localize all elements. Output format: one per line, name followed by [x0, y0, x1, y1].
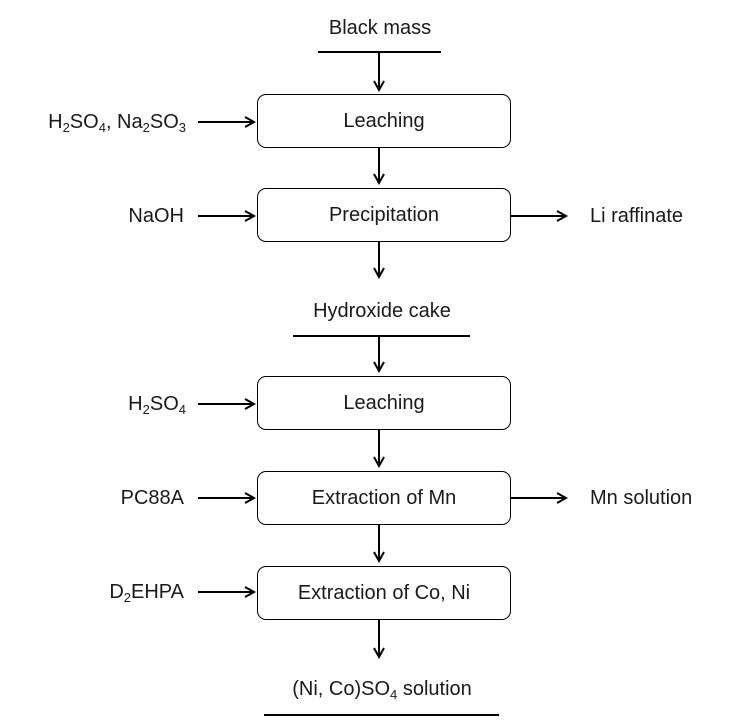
product-label: (Ni, Co)SO4 solution — [292, 678, 472, 702]
step-precipitation: Precipitation — [257, 188, 511, 242]
step-extraction-co-ni: Extraction of Co, Ni — [257, 566, 511, 620]
output-li-raffinate-label: Li raffinate — [590, 205, 684, 227]
step-extraction-mn: Extraction of Mn — [257, 471, 511, 525]
output-mn-solution-label: Mn solution — [590, 487, 693, 509]
black-mass-label: Black mass — [328, 17, 432, 39]
input-naoh-label: NaOH — [128, 205, 184, 227]
input-acid-mix-label: H2SO4, Na2SO3 — [48, 111, 186, 135]
hydroxide-cake-label: Hydroxide cake — [313, 300, 451, 322]
input-acid-label: H2SO4 — [128, 393, 186, 417]
input-d2ehpa-label: D2EHPA — [109, 581, 184, 605]
input-pc88a-label: PC88A — [120, 487, 184, 509]
step-leaching-1: Leaching — [257, 94, 511, 148]
step-leaching-2: Leaching — [257, 376, 511, 430]
